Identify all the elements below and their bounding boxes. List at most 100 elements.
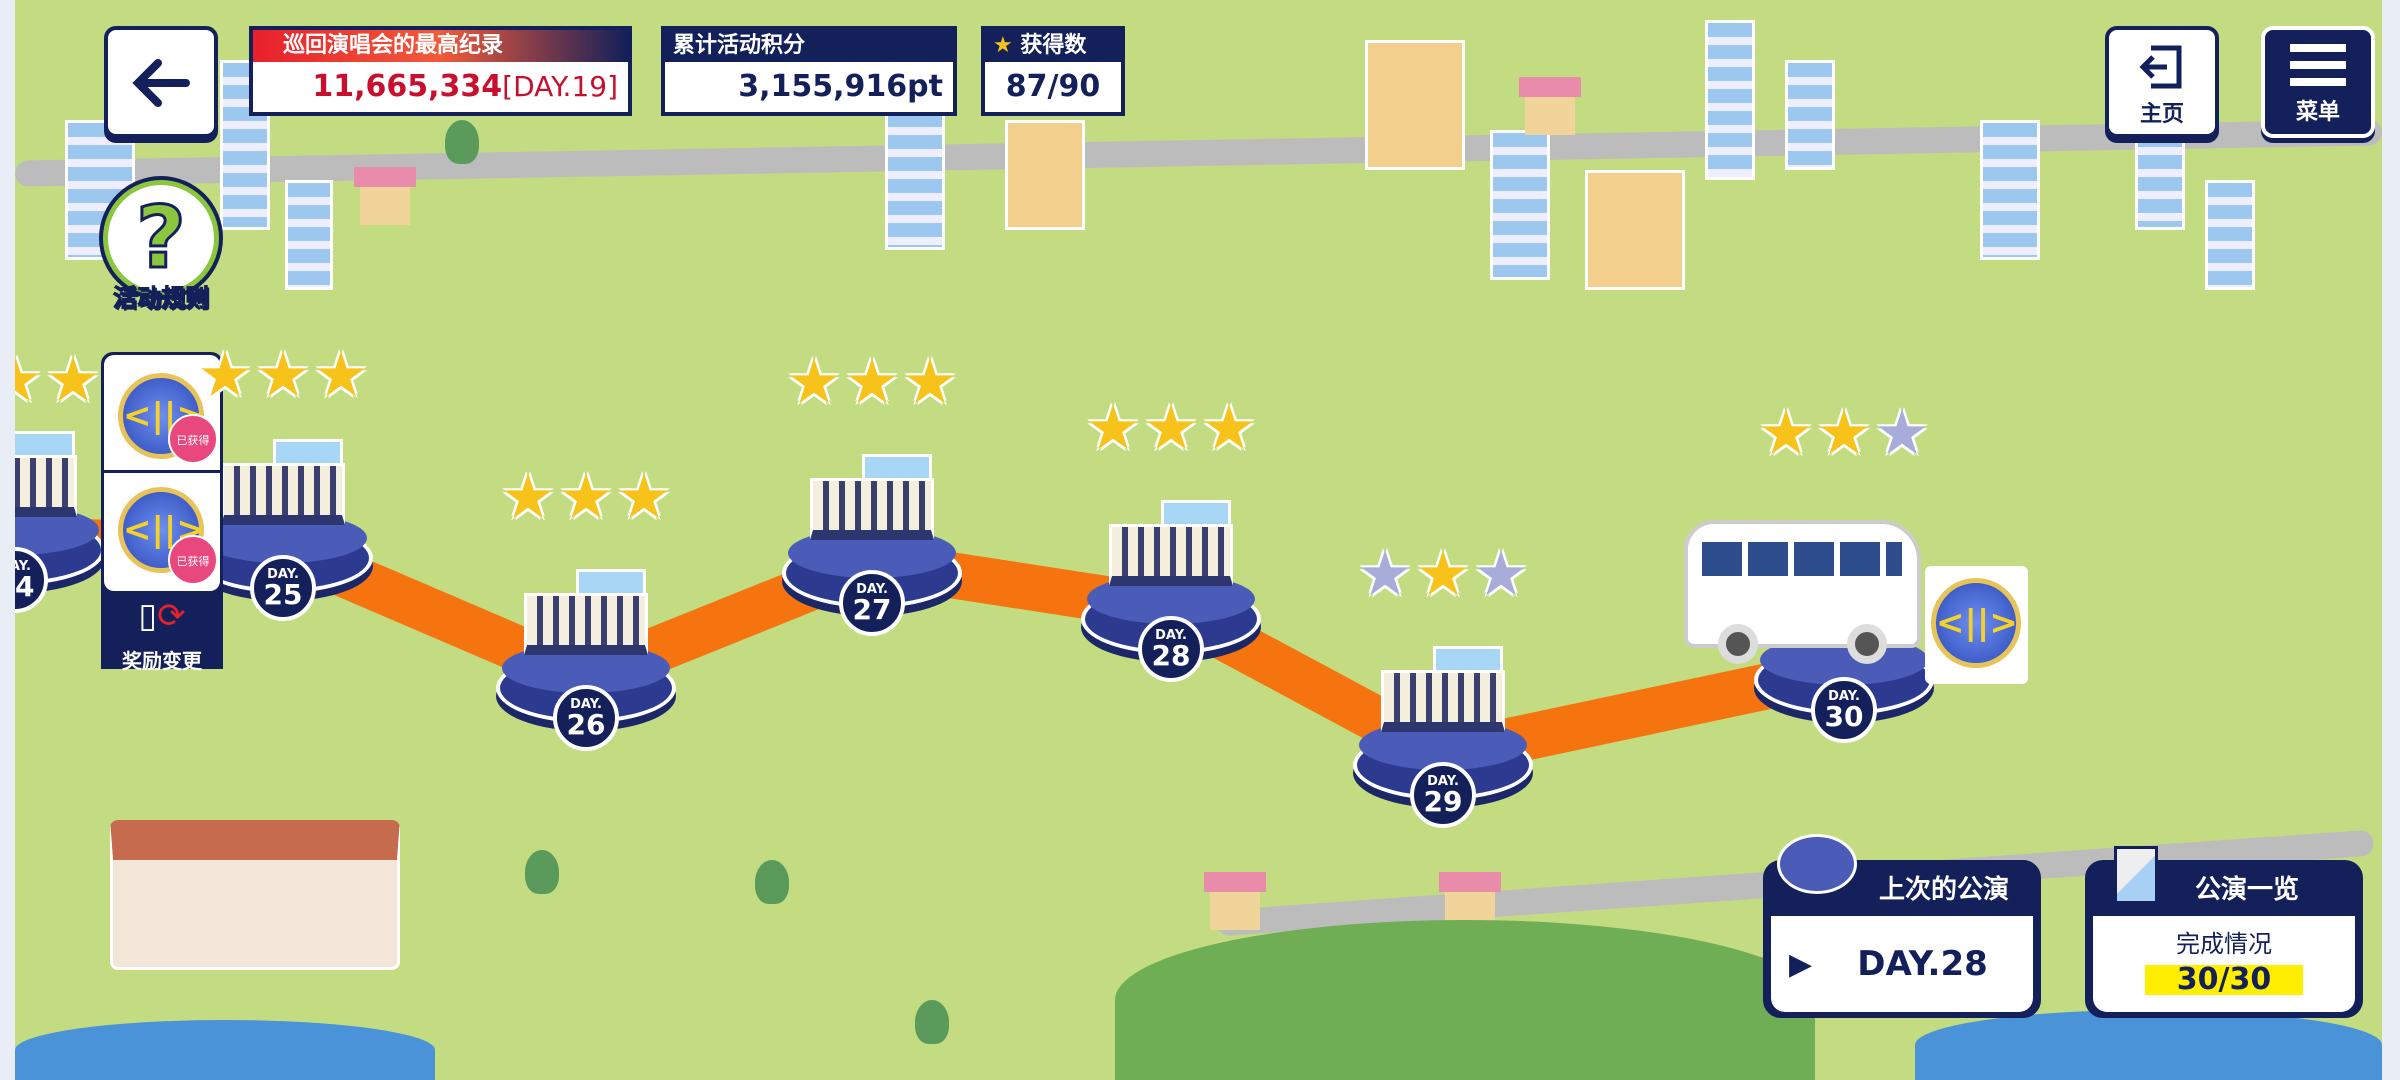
plaza-building: [110, 820, 400, 970]
right-edge: [2382, 0, 2400, 1080]
reward-item[interactable]: <||> 已获得: [104, 473, 220, 591]
reward-change-label: 奖励变更: [122, 649, 202, 673]
tree: [445, 120, 479, 164]
star-empty-icon: ★: [1473, 537, 1529, 610]
day-label: DAY.: [267, 567, 299, 582]
stars-value: 87/90: [1005, 69, 1101, 104]
house: [1519, 77, 1581, 135]
day-label: DAY.: [1427, 774, 1459, 789]
star-earned-icon: ★: [1758, 396, 1814, 469]
obtained-stamp: 已获得: [168, 414, 218, 464]
stage-day-28[interactable]: DAY.28: [1081, 500, 1261, 682]
record-label: 巡回演唱会的最高纪录: [253, 30, 628, 62]
tree: [755, 860, 789, 904]
menu-button[interactable]: 菜单: [2261, 26, 2375, 138]
stage-day-26[interactable]: DAY.26: [496, 569, 676, 751]
last-show-card[interactable]: 上次的公演 ▶ DAY.28: [1763, 834, 2041, 1018]
star-earned-icon: ★: [1201, 391, 1257, 464]
reward-change-button[interactable]: ▯⟳ 奖励变更: [104, 591, 220, 673]
final-reward[interactable]: <||>: [1925, 566, 2028, 684]
star-earned-icon: ★: [786, 345, 842, 418]
last-show-day: DAY.28: [1857, 944, 1988, 984]
water: [15, 1020, 435, 1080]
stage-hall: [1109, 524, 1233, 586]
star-earned-icon: ★: [616, 460, 672, 533]
tree: [915, 1000, 949, 1044]
back-button[interactable]: [104, 26, 218, 138]
day-number: 30: [1824, 700, 1864, 733]
stage-hall: [1381, 670, 1505, 732]
question-icon: ?: [135, 187, 188, 290]
house: [354, 167, 416, 225]
play-icon: ▶: [1789, 946, 1813, 982]
star-earned-icon: ★: [45, 343, 101, 416]
stage-day-27[interactable]: DAY.27: [782, 454, 962, 636]
reward-item[interactable]: <||> 已获得: [104, 355, 220, 473]
stage-hall: [524, 593, 648, 655]
stage-hall: [810, 478, 934, 540]
day-badge: DAY.28: [1138, 616, 1204, 682]
water: [1915, 1010, 2382, 1080]
points-box: 累计活动积分 3,155,916pt: [661, 26, 957, 116]
stage-day-25[interactable]: DAY.25: [193, 439, 373, 621]
day-badge: DAY.26: [553, 685, 619, 751]
help-button[interactable]: ?: [103, 180, 219, 296]
show-list-card[interactable]: 公演一览 完成情况 30/30: [2085, 846, 2363, 1018]
building: [1365, 40, 1465, 170]
day-number: 25: [263, 578, 303, 611]
day-number: 27: [852, 593, 892, 626]
tree: [525, 850, 559, 894]
star-earned-icon: ★: [902, 345, 958, 418]
last-show-title: 上次的公演: [1878, 875, 2009, 905]
day-label: DAY.: [1828, 689, 1860, 704]
day-badge: DAY.30: [1811, 677, 1877, 743]
home-button[interactable]: 主页: [2105, 26, 2219, 138]
stars-box: ★ 获得数 87/90: [981, 26, 1125, 116]
completion-value: 30/30: [2145, 965, 2303, 995]
arrow-left-icon: [132, 59, 190, 107]
left-edge: [0, 0, 15, 1080]
day-badge: DAY.29: [1410, 762, 1476, 828]
star-earned-icon: ★: [1143, 391, 1199, 464]
record-box: 巡回演唱会的最高纪录 11,665,334[DAY.19]: [249, 26, 632, 116]
star-earned-icon: ★: [197, 338, 253, 411]
exit-icon: [2139, 45, 2182, 89]
building: [1705, 20, 1755, 180]
tour-map: DAY.24★★★DAY.25★★★DAY.26★★★DAY.27★★★DAY.…: [15, 0, 2382, 1080]
day-number: 24: [15, 570, 35, 603]
record-day: [DAY.19]: [502, 70, 618, 103]
stage-icon: [1777, 834, 1857, 894]
day-label: DAY.: [856, 582, 888, 597]
star-earned-icon: ★: [15, 349, 44, 411]
day-label: DAY.: [1155, 628, 1187, 643]
star-empty-icon: ★: [1357, 537, 1413, 610]
stage-day-24[interactable]: DAY.24: [15, 431, 105, 613]
star-earned-icon: ★: [1415, 537, 1471, 610]
reward-panel: <||> 已获得 <||> 已获得 ▯⟳ 奖励变更: [101, 352, 223, 673]
building: [1005, 120, 1085, 230]
star-earned-icon: ★: [558, 460, 614, 533]
day-number: 28: [1151, 639, 1191, 672]
star-icon: ★: [993, 33, 1013, 58]
stage-hall: [221, 463, 345, 525]
star-earned-icon: ★: [1085, 391, 1141, 464]
day-label: DAY.: [570, 697, 602, 712]
obtained-stamp: 已获得: [168, 535, 218, 585]
building: [2135, 130, 2185, 230]
stage-day-29[interactable]: DAY.29: [1353, 646, 1533, 828]
stage-hall: [15, 455, 77, 517]
building: [885, 110, 945, 250]
star-earned-icon: ★: [255, 338, 311, 411]
building: [1490, 130, 1550, 280]
stars-label: 获得数: [1020, 33, 1087, 58]
record-value: 11,665,334: [312, 69, 503, 104]
building: [1585, 170, 1685, 290]
hill: [1115, 920, 1815, 1080]
star-empty-icon: ★: [1874, 396, 1930, 469]
points-label: 累计活动积分: [665, 30, 953, 62]
star-earned-icon: ★: [500, 460, 556, 533]
reward-coin-icon: <||>: [1931, 578, 2021, 668]
home-label: 主页: [2139, 102, 2184, 127]
building: [285, 180, 333, 290]
day-badge: DAY.25: [250, 555, 316, 621]
